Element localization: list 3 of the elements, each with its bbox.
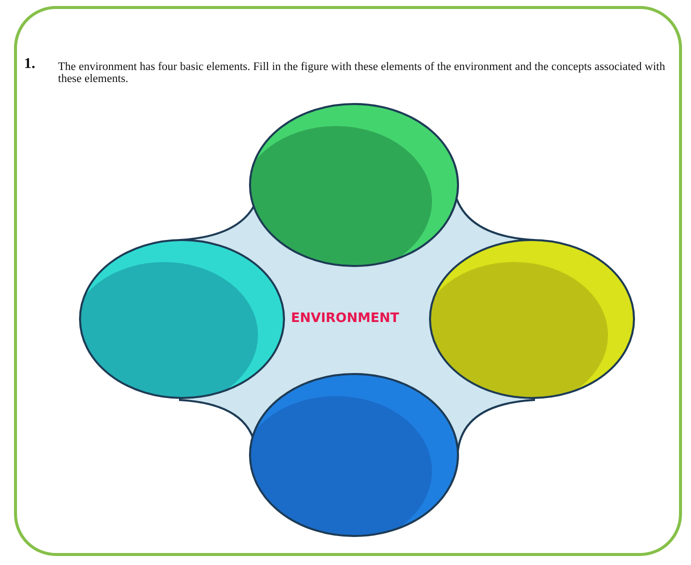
question-text: The environment has four basic elements. Fill in the figure with these elements of the environment and the concepts associated with these elements. xyxy=(58,61,666,85)
center-label: ENVIRONMENT xyxy=(291,311,400,326)
question-number: 1. xyxy=(24,58,36,70)
